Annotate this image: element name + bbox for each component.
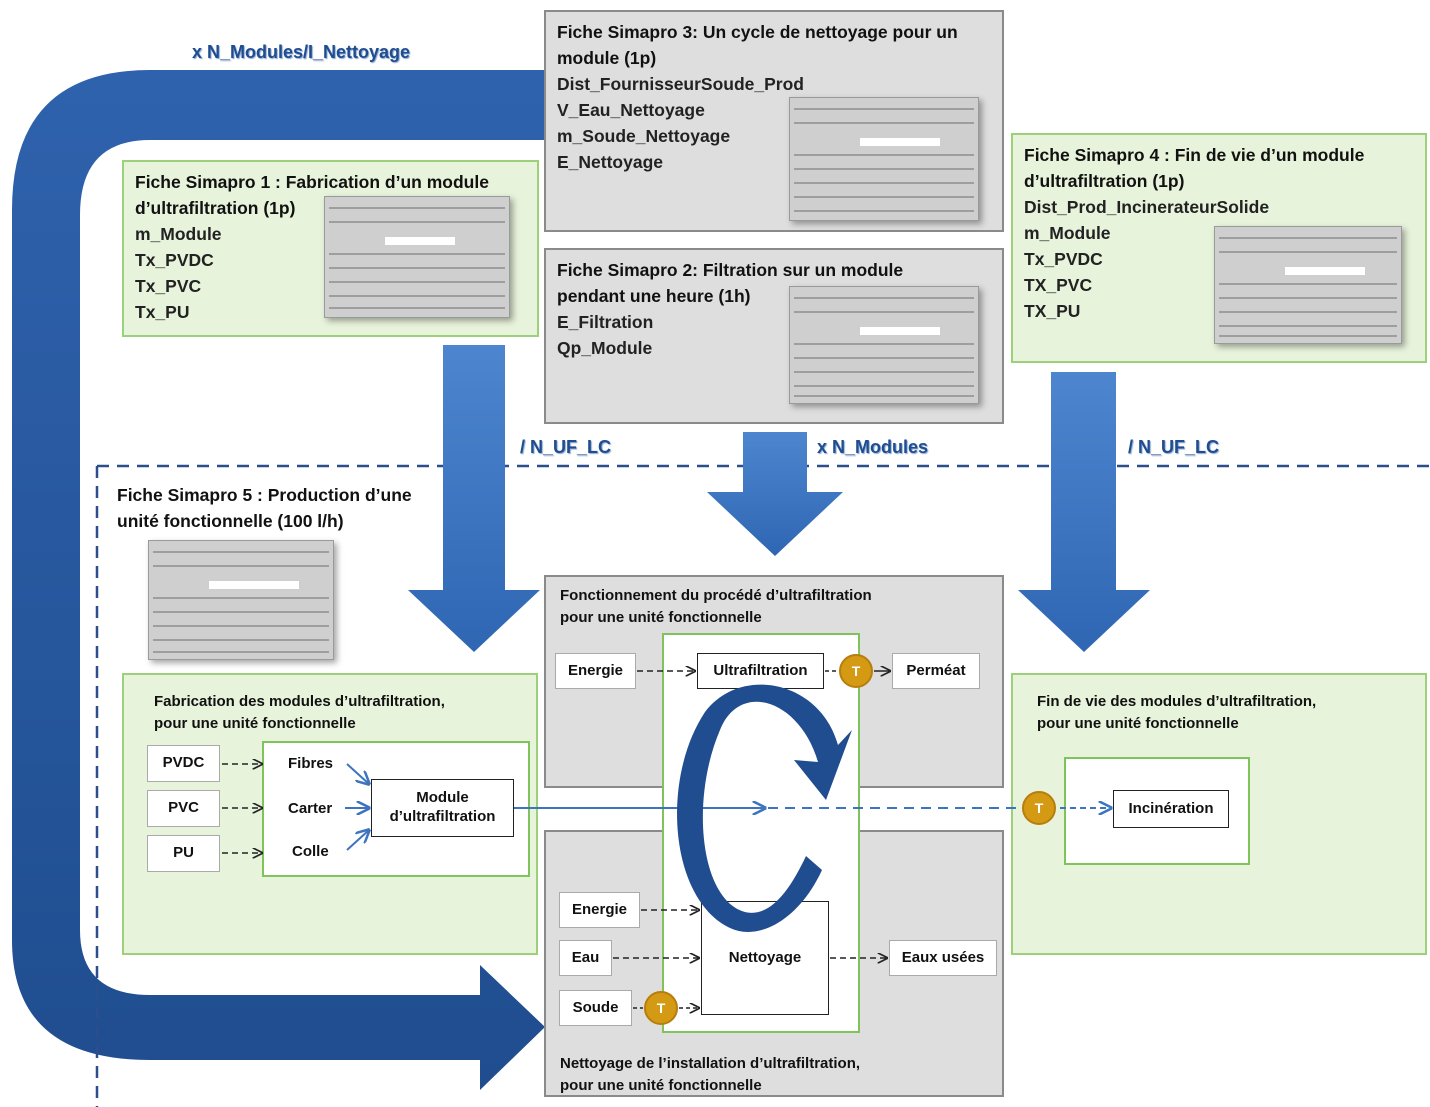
fiche4-params: Dist_Prod_IncinerateurSolide m_Module Tx… xyxy=(1024,194,1269,324)
flow-colle-module xyxy=(346,830,369,851)
input-pvdc: PVDC xyxy=(147,745,220,782)
fiche2-param: Qp_Module xyxy=(557,338,653,358)
flow-fibres-module xyxy=(346,763,369,784)
fiche1-params: m_Module Tx_PVDC Tx_PVC Tx_PU xyxy=(135,221,222,325)
transport-soude-icon: T xyxy=(644,991,678,1025)
fiche1-title-line1: Fiche Simapro 1 : Fabrication d’un modul… xyxy=(135,172,489,192)
fiche1-param: m_Module xyxy=(135,224,222,244)
fiche4-title-line2: d’ultrafiltration (1p) xyxy=(1024,171,1185,191)
fin-de-vie-title-line2: pour une unité fonctionnelle xyxy=(1037,715,1239,732)
fonctionnement-input-energie: Energie xyxy=(555,653,636,689)
module-line2: d’ultrafiltration xyxy=(389,808,496,825)
module-line1: Module xyxy=(416,789,469,807)
fiche3-param: Dist_FournisseurSoude_Prod xyxy=(557,74,804,94)
fiche3-param: V_Eau_Nettoyage xyxy=(557,100,705,120)
arrow-center-label: x N_Modules xyxy=(817,437,929,457)
fiche1-param: Tx_PVC xyxy=(135,276,202,296)
fiche2-param: E_Filtration xyxy=(557,312,654,332)
fiche4-param: m_Module xyxy=(1024,223,1111,243)
fin-de-vie-title-line1: Fin de vie des modules d’ultrafiltration… xyxy=(1037,693,1317,710)
fiche4-title-line1: Fiche Simapro 4 : Fin de vie d’un module xyxy=(1024,145,1365,165)
component-carter: Carter xyxy=(288,800,333,817)
fiche4-param: TX_PU xyxy=(1024,301,1081,321)
fiche4-screenshot-thumbnail xyxy=(1214,226,1402,344)
module-ultrafiltration-box: Module d’ultrafiltration xyxy=(371,779,514,837)
nettoyage-input-energie: Energie xyxy=(559,892,640,928)
fiche2-params: E_Filtration Qp_Module xyxy=(557,309,653,361)
arrow-down-fin-de-vie xyxy=(1018,372,1150,652)
arrow-down-fonctionnement xyxy=(707,432,843,556)
component-fibres: Fibres xyxy=(288,755,334,772)
fiche3-title-line2: module (1p) xyxy=(557,48,657,68)
nettoyage-title-line1: Nettoyage de l’installation d’ultrafiltr… xyxy=(560,1055,861,1072)
fiche2-screenshot-thumbnail xyxy=(789,286,979,404)
fiche1-screenshot-thumbnail xyxy=(324,196,510,318)
component-colle: Colle xyxy=(292,843,329,860)
arrow-left-label: / N_UF_LC xyxy=(520,437,612,457)
fiche4-param: TX_PVC xyxy=(1024,275,1093,295)
cycle-arrow xyxy=(677,684,852,932)
fiche5-title-line2: unité fonctionnelle (100 l/h) xyxy=(117,511,344,531)
fiche1-title-line2: d’ultrafiltration (1p) xyxy=(135,198,296,218)
fiche3-screenshot-thumbnail xyxy=(789,97,979,221)
fabrication-title-line1: Fabrication des modules d’ultrafiltratio… xyxy=(154,693,445,710)
fiche1-param: Tx_PU xyxy=(135,302,190,322)
incineration-box: Incinération xyxy=(1113,790,1229,828)
arrow-down-fabrication xyxy=(408,345,540,652)
transport-permeat-icon: T xyxy=(839,654,873,688)
fiche5-screenshot-thumbnail xyxy=(148,540,334,660)
input-pu: PU xyxy=(147,835,220,872)
fiche3-param: m_Soude_Nettoyage xyxy=(557,126,731,146)
fiche2-title-line1: Fiche Simapro 2: Filtration sur un modul… xyxy=(557,260,904,280)
output-permeat: Perméat xyxy=(892,653,980,689)
fiche1-param: Tx_PVDC xyxy=(135,250,214,270)
nettoyage-input-soude: Soude xyxy=(559,990,632,1026)
fiche4-param: Dist_Prod_IncinerateurSolide xyxy=(1024,197,1270,217)
ultrafiltration-box: Ultrafiltration xyxy=(697,653,824,689)
output-eaux-usees: Eaux usées xyxy=(889,940,997,976)
fiche3-params: Dist_FournisseurSoude_Prod V_Eau_Nettoya… xyxy=(557,71,804,175)
fiche3-param: E_Nettoyage xyxy=(557,152,664,172)
input-pvc: PVC xyxy=(147,790,220,827)
transport-fin-de-vie-icon: T xyxy=(1022,791,1056,825)
fabrication-title-line2: pour une unité fonctionnelle xyxy=(154,715,356,732)
fiche5-title-line1: Fiche Simapro 5 : Production d’une xyxy=(117,485,412,505)
cleaning-loop-arrow xyxy=(12,70,545,1090)
fiche4-param: Tx_PVDC xyxy=(1024,249,1103,269)
arrow-right-label: / N_UF_LC xyxy=(1128,437,1220,457)
fiche3-title-line1: Fiche Simapro 3: Un cycle de nettoyage p… xyxy=(557,22,958,42)
loop-multiplier-label: x N_Modules/I_Nettoyage xyxy=(192,42,411,62)
nettoyage-input-eau: Eau xyxy=(559,940,612,976)
fiche2-title-line2: pendant une heure (1h) xyxy=(557,286,751,306)
fonctionnement-title-line2: pour une unité fonctionnelle xyxy=(560,609,762,626)
nettoyage-title-line2: pour une unité fonctionnelle xyxy=(560,1077,762,1094)
fonctionnement-title-line1: Fonctionnement du procédé d’ultrafiltrat… xyxy=(560,587,872,604)
